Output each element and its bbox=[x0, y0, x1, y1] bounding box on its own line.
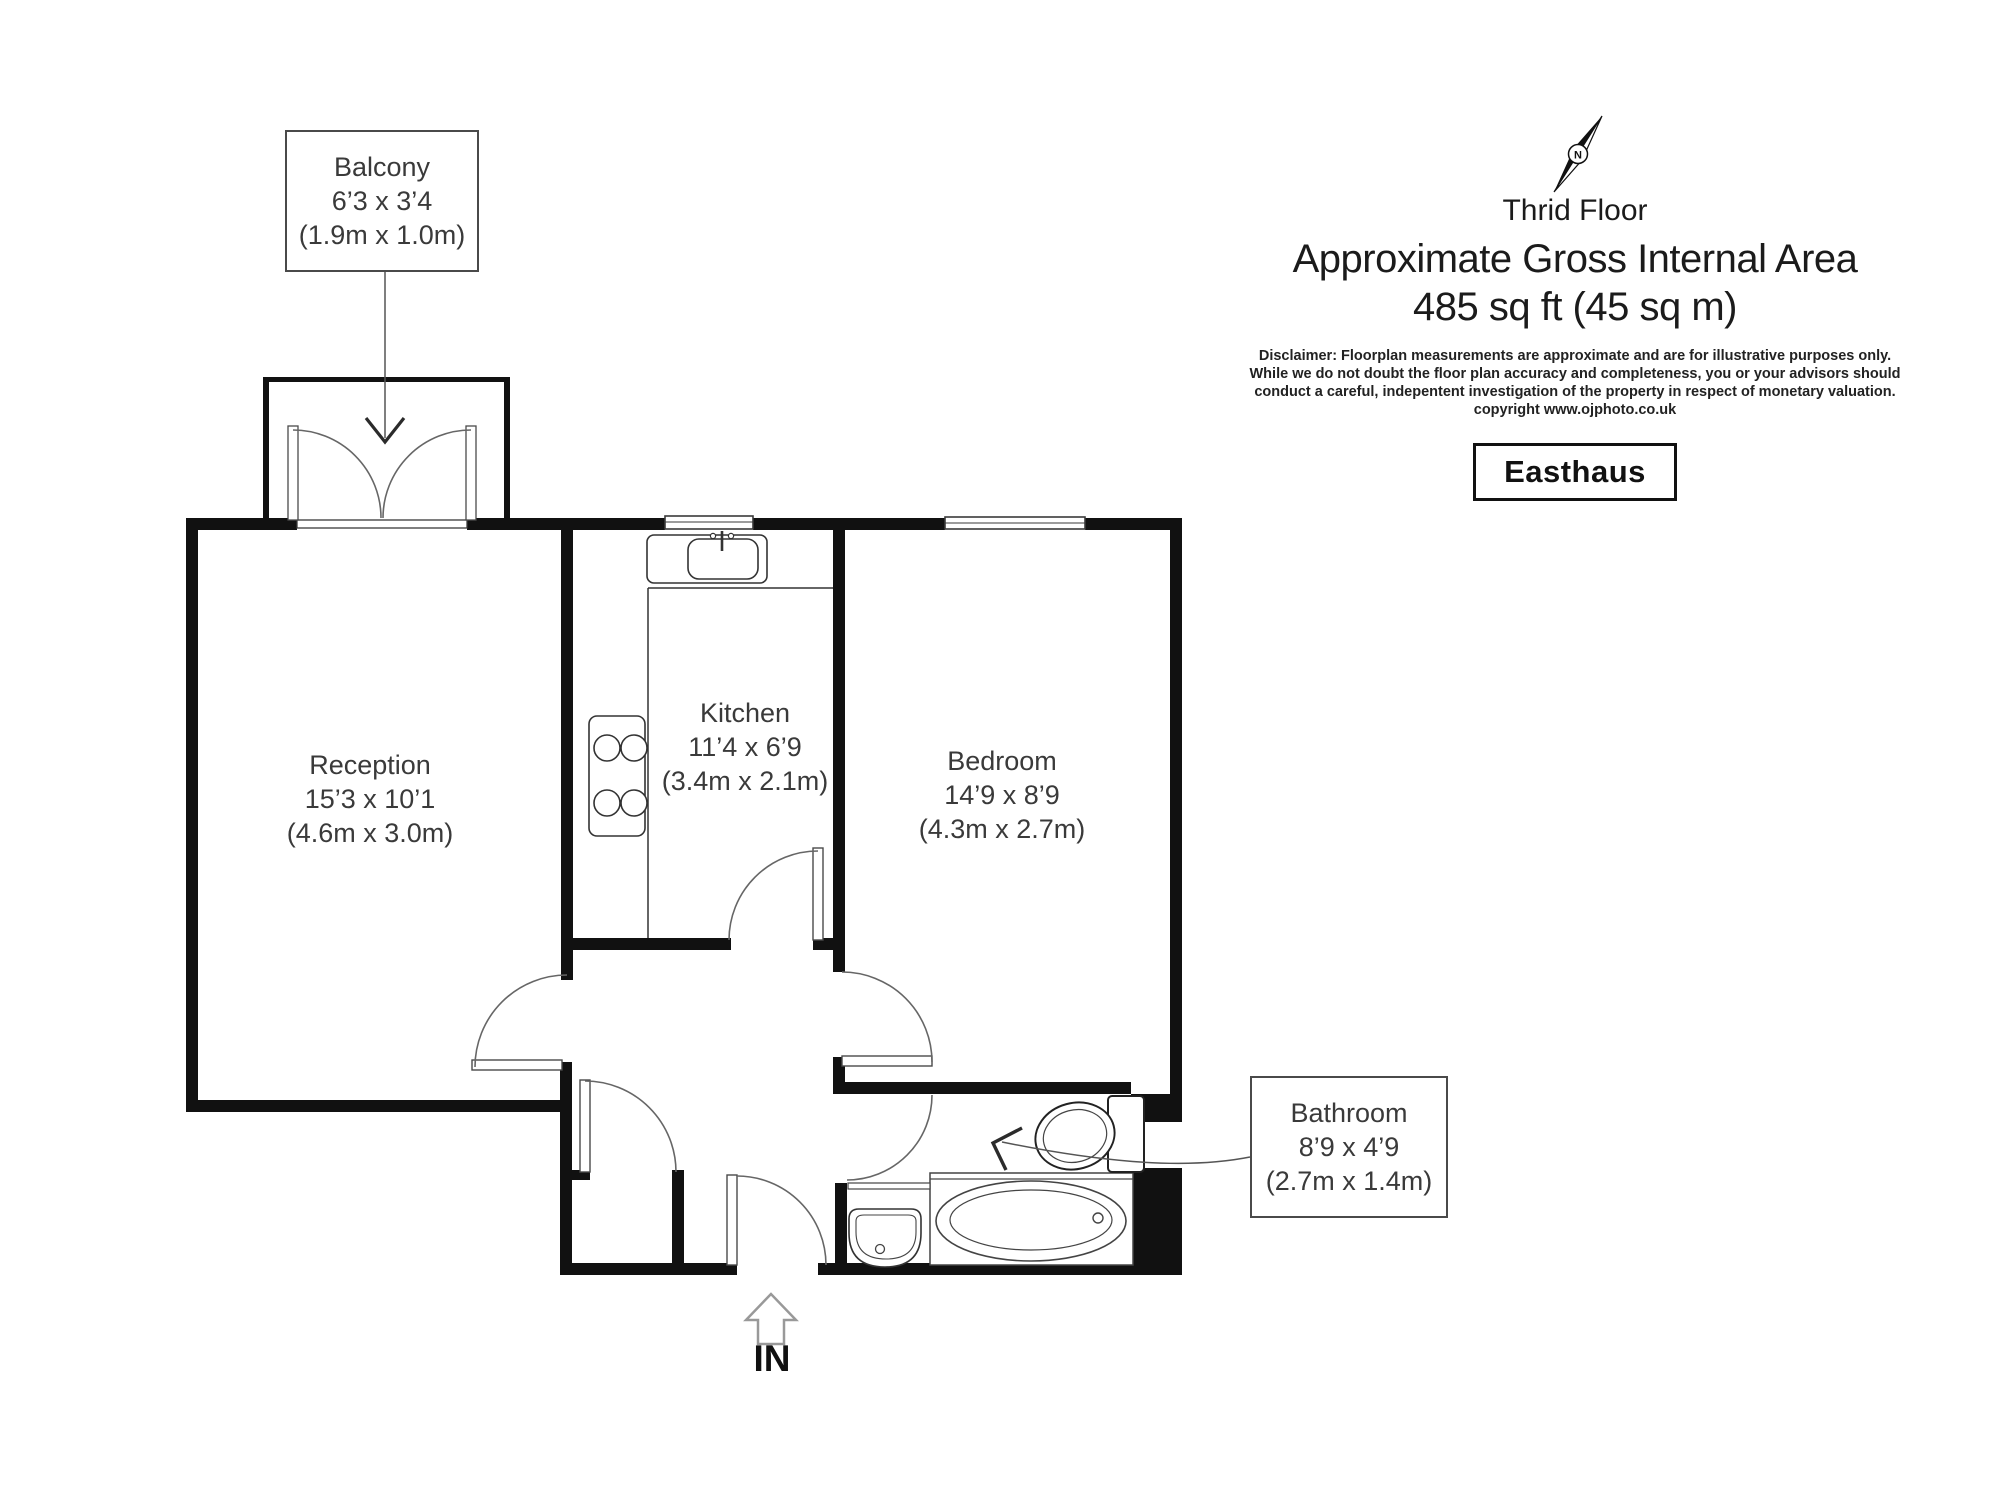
kitchen-door bbox=[728, 847, 824, 941]
reception-dims-imperial: 15’3 x 10’1 bbox=[304, 784, 436, 814]
balcony-name: Balcony bbox=[333, 152, 431, 182]
disclaimer-line-1: Disclaimer: Floorplan measurements are a… bbox=[1258, 348, 1892, 364]
brand-logo-box: Easthaus bbox=[1473, 443, 1677, 501]
bathtub-drain bbox=[1092, 1212, 1104, 1224]
area-value: 485 sq ft (45 sq m) bbox=[1413, 285, 1737, 329]
basin-inner bbox=[855, 1214, 917, 1260]
entry-in-label: IN bbox=[753, 1338, 791, 1379]
kitchen-name: Kitchen bbox=[699, 698, 791, 728]
bathroom-label-box: Bathroom 8’9 x 4’9 (2.7m x 1.4m) bbox=[1250, 1076, 1448, 1218]
area-title: Approximate Gross Internal Area bbox=[1292, 237, 1858, 281]
bathtub-inner bbox=[949, 1189, 1113, 1251]
disclaimer-line-2: While we do not doubt the floor plan acc… bbox=[1249, 366, 1901, 382]
balcony-dims-imperial: 6’3 x 3’4 bbox=[331, 186, 433, 216]
disclaimer-line-4: copyright www.ojphoto.co.uk bbox=[1473, 402, 1677, 418]
reception-label: Reception 15’3 x 10’1 (4.6m x 3.0m) bbox=[230, 748, 510, 850]
balcony-dims-metric: (1.9m x 1.0m) bbox=[298, 220, 466, 250]
title-block: Thrid Floor Approximate Gross Internal A… bbox=[1230, 193, 1920, 501]
bathroom-leader-arrowhead bbox=[990, 1126, 1023, 1171]
balcony-door-sill bbox=[296, 519, 468, 529]
leader-lines bbox=[364, 266, 1251, 1171]
hob-burner bbox=[620, 789, 648, 817]
front-door bbox=[726, 1174, 827, 1266]
bathroom-name: Bathroom bbox=[1290, 1098, 1408, 1128]
bedroom-dims-metric: (4.3m x 2.7m) bbox=[918, 814, 1086, 844]
bathroom-dims-metric: (2.7m x 1.4m) bbox=[1265, 1166, 1433, 1196]
balcony-label-box: Balcony 6’3 x 3’4 (1.9m x 1.0m) bbox=[285, 130, 479, 272]
disclaimer: Disclaimer: Floorplan measurements are a… bbox=[1230, 347, 1920, 419]
closet-door bbox=[579, 1079, 677, 1173]
basin-shelf bbox=[847, 1182, 931, 1190]
bedroom-label: Bedroom 14’9 x 8’9 (4.3m x 2.7m) bbox=[877, 744, 1127, 846]
disclaimer-line-3: conduct a careful, indepentent investiga… bbox=[1254, 384, 1896, 400]
compass-icon: N bbox=[1553, 115, 1603, 193]
balcony-leader-arrowhead bbox=[364, 417, 406, 445]
bathroom-door bbox=[846, 1094, 933, 1181]
exterior-walls bbox=[186, 518, 1182, 1275]
reception-name: Reception bbox=[309, 750, 431, 780]
bathroom-leader-line bbox=[1001, 1141, 1251, 1165]
basin-drain bbox=[874, 1243, 886, 1255]
kitchen-dims-imperial: 11’4 x 6’9 bbox=[688, 732, 802, 762]
kitchen-fixtures bbox=[588, 531, 833, 938]
bedroom-dims-imperial: 14’9 x 8’9 bbox=[944, 780, 1060, 810]
hob bbox=[588, 715, 646, 837]
kitchen-label: Kitchen 11’4 x 6’9 (3.4m x 2.1m) bbox=[640, 696, 850, 798]
reception-dims-metric: (4.6m x 3.0m) bbox=[286, 818, 454, 848]
balcony-french-doors bbox=[287, 425, 477, 521]
hob-burner bbox=[593, 789, 621, 817]
kitchen-dims-metric: (3.4m x 2.1m) bbox=[661, 766, 829, 796]
bathroom-fixtures bbox=[847, 1095, 1145, 1268]
entry-arrow bbox=[743, 1292, 799, 1346]
reception-door bbox=[471, 974, 568, 1071]
balcony-walls bbox=[263, 377, 510, 518]
bedroom-name: Bedroom bbox=[947, 746, 1057, 776]
compass-north-label: N bbox=[1574, 150, 1582, 162]
windows bbox=[296, 515, 1086, 530]
doors bbox=[287, 425, 933, 1266]
hob-burner bbox=[593, 734, 621, 762]
hob-burner bbox=[620, 734, 648, 762]
bedroom-door bbox=[841, 971, 933, 1067]
bathroom-dims-imperial: 8’9 x 4’9 bbox=[1298, 1132, 1400, 1162]
floor-title: Thrid Floor bbox=[1502, 194, 1648, 227]
